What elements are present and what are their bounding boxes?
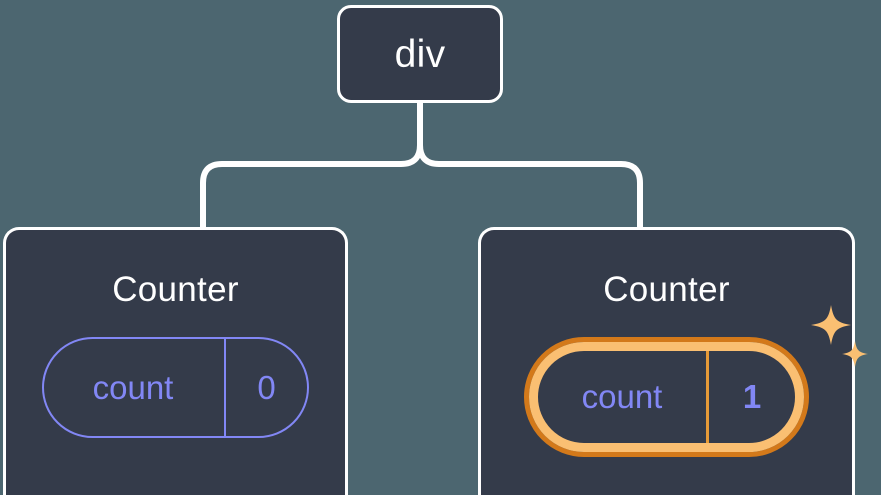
state-pill-count-1: count 1 (529, 342, 804, 452)
state-value-label: 1 (742, 378, 762, 415)
state-pill-count-0[interactable]: count 0 (42, 337, 309, 438)
node-counter-left[interactable]: Counter count 0 (3, 227, 348, 495)
state-pill-count-1-highlight[interactable]: count 1 (524, 337, 809, 457)
counter-right-title: Counter (603, 270, 730, 309)
counter-right-state-wrap: count 1 (524, 305, 868, 457)
node-counter-right[interactable]: Counter count 1 (478, 227, 868, 495)
state-key-label: count (44, 339, 226, 436)
counter-left-state-wrap: count 0 (42, 337, 309, 438)
root-node-label: div (394, 32, 446, 76)
node-root-div[interactable]: div (337, 5, 503, 103)
state-value-label: 0 (257, 369, 276, 406)
counter-left-title: Counter (112, 270, 239, 309)
state-key-label: count (538, 351, 709, 443)
